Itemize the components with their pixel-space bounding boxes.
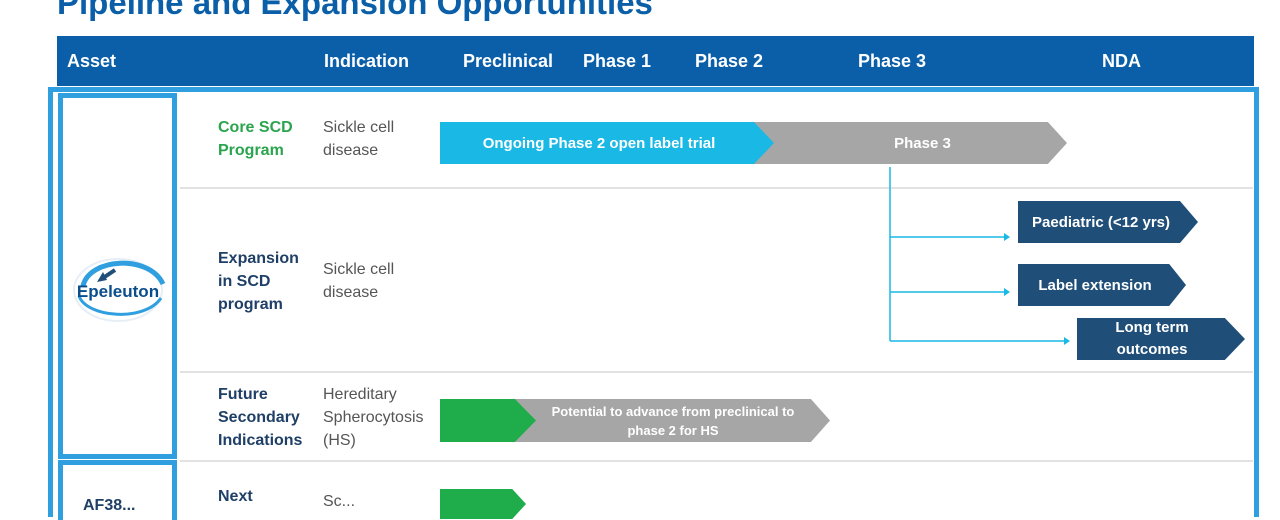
arrow-icon (1004, 233, 1010, 241)
arrow-icon (1064, 337, 1070, 345)
asset-cell-next: AF38... (58, 460, 177, 520)
bar-paediatric: Paediatric (<12 yrs) (1018, 201, 1198, 243)
indication-row4: Sc... (323, 493, 356, 510)
epeleuton-logo: Epeleuton (69, 248, 167, 326)
program-next: Next (218, 488, 253, 505)
row-divider (180, 460, 1253, 462)
bar-ongoing-phase2: Ongoing Phase 2 open label trial (440, 122, 774, 164)
header-indication: Indication (324, 51, 409, 71)
bar-hs-preclinical (440, 399, 536, 442)
pipeline-frame (48, 87, 1259, 517)
header-phase2: Phase 2 (695, 51, 764, 71)
header-phase3: Phase 3 (858, 51, 927, 71)
bar-long-term-outcomes: Long term outcomes (1077, 318, 1245, 360)
bar-phase3: Phase 3 (748, 122, 1067, 164)
page-title: Pipeline and Expansion Opportunities (57, 0, 653, 21)
header-asset: Asset (67, 51, 117, 71)
branch-connectors (889, 167, 1070, 345)
header-phase1: Phase 1 (583, 51, 652, 71)
row-divider (180, 371, 1253, 373)
header-preclinical: Preclinical (463, 51, 554, 71)
logo-swoosh-icon (73, 258, 166, 322)
header-nda: NDA (1102, 51, 1141, 71)
bar-next-preclinical (440, 489, 526, 519)
asset-cell-epeleuton (58, 93, 177, 459)
row-divider (180, 187, 1253, 189)
bar-label-extension: Label extension (1018, 264, 1186, 306)
table-header: Asset Indication Preclinical Phase 1 Pha… (57, 36, 1254, 86)
bar-hs-potential: Potential to advance from preclinical to… (512, 399, 830, 442)
arrow-icon (1004, 288, 1010, 296)
logo-text: Epeleuton (76, 282, 160, 301)
